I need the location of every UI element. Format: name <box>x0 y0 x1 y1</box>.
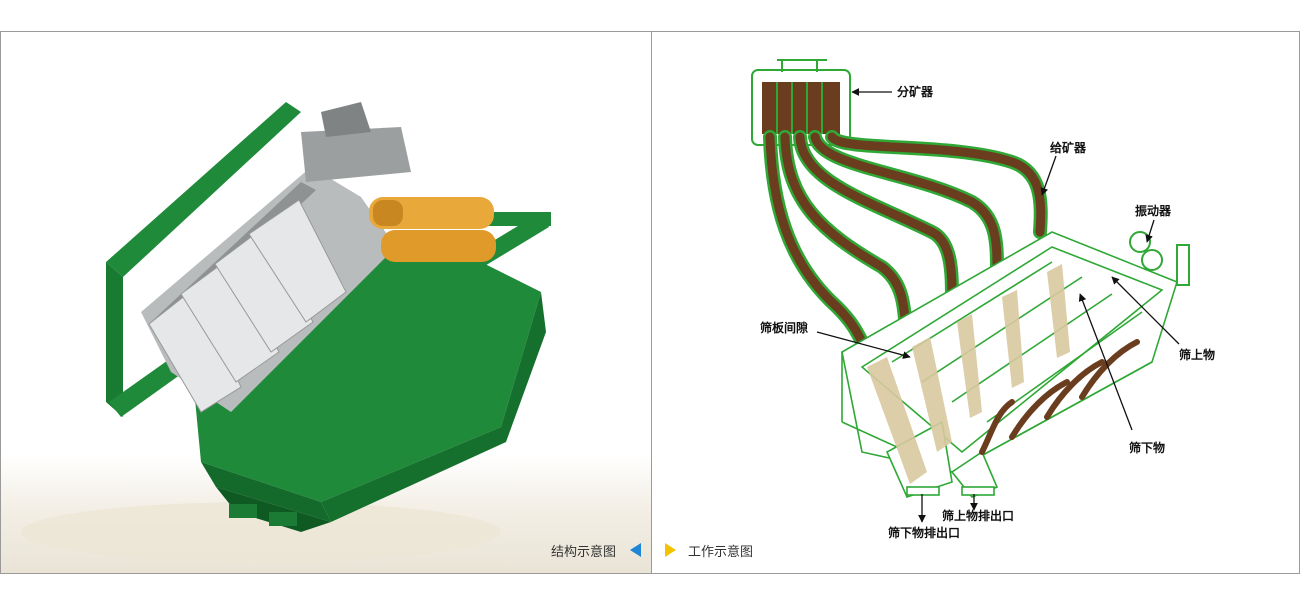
label-screen-gap: 筛板间隙 <box>760 320 808 335</box>
feed-pipes <box>763 130 1048 349</box>
tab-structure[interactable]: 结构示意图 <box>551 544 617 560</box>
label-undersize-outlet: 筛下物排出口 <box>888 525 960 540</box>
arrow-right-icon[interactable] <box>665 543 677 557</box>
label-ore-distributor: 分矿器 <box>897 84 934 99</box>
undersize-flow <box>867 264 1070 484</box>
ore-distributor <box>751 59 851 146</box>
label-oversize-outlet: 筛上物排出口 <box>942 508 1014 523</box>
panel-divider <box>651 31 652 574</box>
working-diagram: 分矿器 给矿器 振动器 筛板间隙 筛上物 筛下物 筛上物排出口 筛下物排出口 <box>751 59 1215 540</box>
diagram-tab-switcher: 结构示意图 工作示意图 <box>551 540 753 560</box>
label-oversize: 筛上物 <box>1179 347 1215 362</box>
tab-working[interactable]: 工作示意图 <box>688 544 754 560</box>
label-vibrator: 振动器 <box>1135 203 1172 218</box>
arrow-left-icon[interactable] <box>630 543 642 557</box>
oversize-flow <box>979 339 1140 455</box>
label-ore-feeder: 给矿器 <box>1050 140 1087 155</box>
structure-illustration <box>21 102 551 562</box>
vibrator <box>1129 231 1190 286</box>
label-undersize: 筛下物 <box>1129 440 1165 455</box>
working-diagram-panel: 分矿器 给矿器 振动器 筛板间隙 筛上物 筛下物 筛上物排出口 筛下物排出口 <box>652 32 1298 573</box>
structure-illustration-panel <box>1 32 651 573</box>
